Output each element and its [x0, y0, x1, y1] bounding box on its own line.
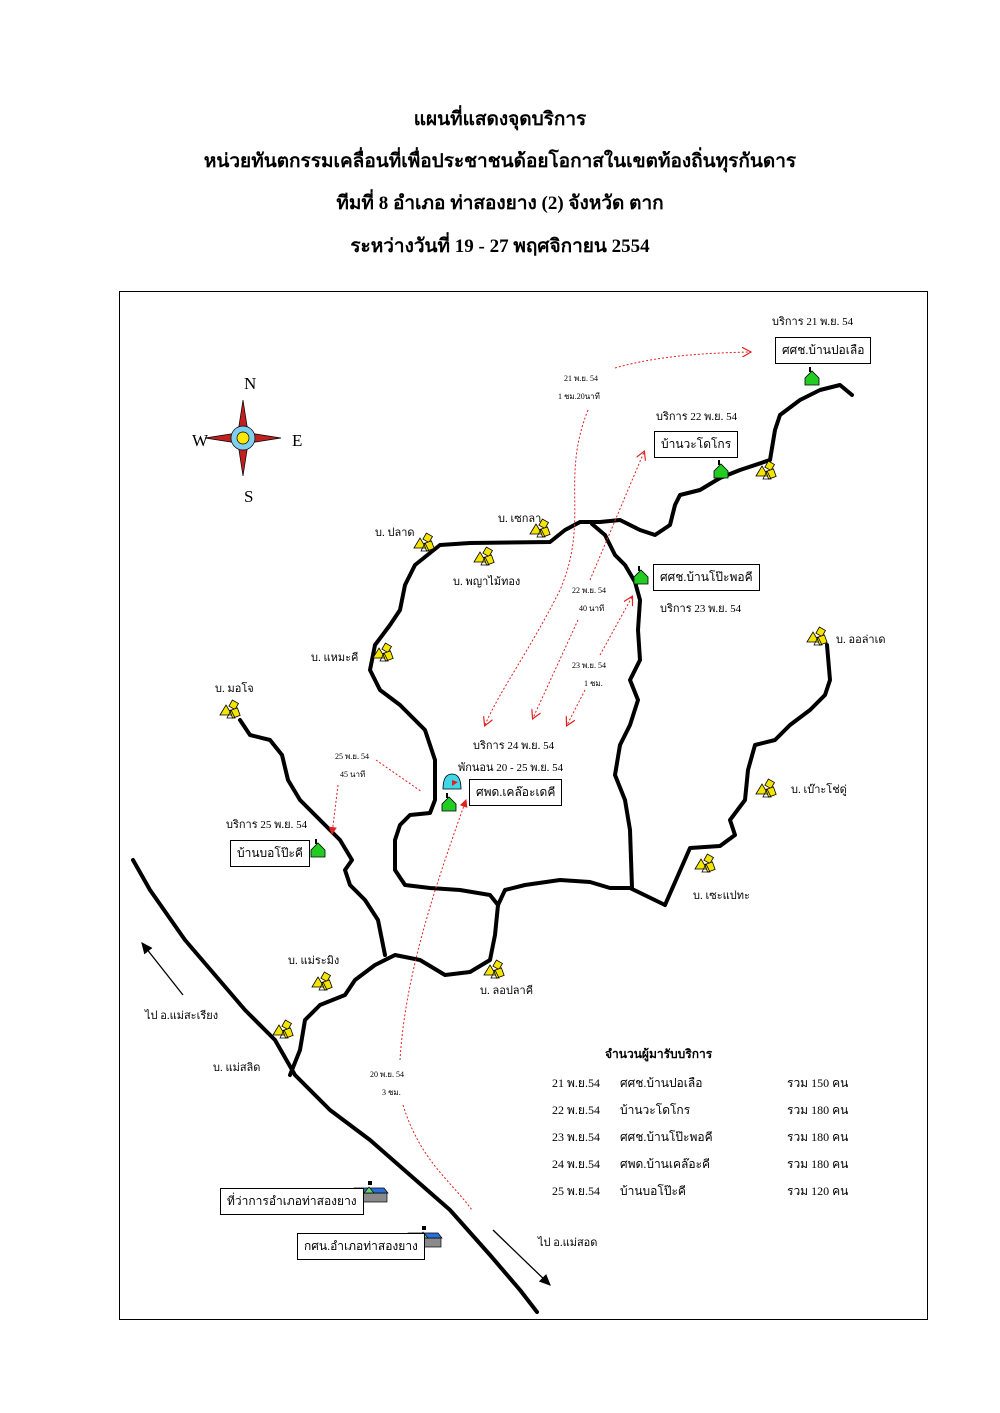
legend-date: 24 พ.ย.54	[552, 1157, 600, 1171]
village-label: บ. พญาไม้ทอง	[453, 576, 521, 588]
village-icon	[272, 1019, 294, 1039]
route-23	[599, 597, 632, 656]
village-icon	[473, 546, 495, 566]
travel-time: 1 ชม.	[584, 679, 603, 688]
village-label: บ. ลอปลาคี	[480, 985, 534, 997]
travel-date: 23 พ.ย. 54	[572, 661, 606, 670]
service-date-label: บริการ 25 พ.ย. 54	[226, 819, 308, 831]
legend-total: รวม 120 คน	[787, 1184, 849, 1198]
road-far-east	[663, 643, 832, 907]
legend-place: บ้านบอโป๊ะคี	[620, 1184, 686, 1198]
compass-rose-icon	[204, 399, 282, 477]
service-point-box: บ้านวะโดโกร	[654, 431, 739, 458]
district-office-box: ที่ว่าการอำเภอท่าสองยาง	[220, 1188, 364, 1215]
route-20	[399, 799, 468, 1061]
arrow-mae-sot	[492, 1229, 551, 1286]
compass-s: S	[244, 487, 254, 506]
route-21-top	[614, 352, 750, 369]
village-label: บ. มอโจ	[215, 683, 254, 695]
service-date-label: บริการ 22 พ.ย. 54	[656, 411, 738, 423]
route-22-down	[533, 619, 579, 718]
village-label: บ. เซะแปทะ	[693, 890, 750, 902]
legend-date: 21 พ.ย.54	[552, 1076, 600, 1090]
legend-place: ศศช.บ้านปอเลือ	[620, 1076, 703, 1090]
village-label: บ. แม่ระมิง	[288, 955, 340, 967]
school-icon	[804, 367, 820, 386]
legend-date: 23 พ.ย.54	[552, 1130, 600, 1144]
road-east	[590, 522, 642, 890]
village-label: บ. ปลาด	[375, 527, 415, 539]
camp-tent-icon	[442, 773, 462, 790]
legend-date: 22 พ.ย.54	[552, 1103, 600, 1117]
compass-e: E	[292, 431, 303, 450]
service-point-box: ศพด.เคล๊อะเดคี	[469, 779, 563, 806]
arrow-mae-sariang	[141, 941, 184, 996]
service-point-box: ศศช.บ้านปอเลือ	[775, 337, 872, 364]
travel-time: 40 นาที	[579, 604, 605, 613]
village-icon	[755, 778, 777, 798]
legend-title: จำนวนผู้มารับบริการ	[605, 1047, 713, 1061]
title-line-4: ระหว่างวันที่ 19 - 27 พฤศจิกายน 2554	[350, 236, 650, 257]
village-label: บ. ออล่าเด	[836, 634, 886, 646]
village-icon	[529, 518, 551, 538]
village-icon	[694, 853, 716, 873]
school-icon	[713, 460, 729, 479]
legend-place: บ้านวะโดโกร	[620, 1103, 691, 1117]
travel-time: 1 ชม.20นาที	[558, 392, 600, 401]
legend-total: รวม 180 คน	[787, 1103, 849, 1117]
village-label: บ. แหมะคี	[311, 652, 359, 664]
route-23-down	[567, 689, 586, 725]
legend-total: รวม 180 คน	[787, 1157, 849, 1171]
map-frame	[119, 291, 928, 1320]
legend-place: ศศช.บ้านโป๊ะพอคี	[620, 1130, 713, 1144]
school-icon	[310, 839, 326, 858]
road-south	[288, 878, 667, 1077]
village-icon	[219, 699, 241, 719]
travel-date: 25 พ.ย. 54	[335, 752, 369, 761]
village-icon	[413, 532, 435, 552]
legend-total: รวม 150 คน	[787, 1076, 849, 1090]
travel-time: 3 ชม.	[382, 1088, 401, 1097]
village-icon	[483, 959, 505, 979]
route-25	[375, 759, 423, 793]
service-date-label: บริการ 23 พ.ย. 54	[660, 603, 742, 615]
road-loop	[368, 383, 854, 907]
title-line-1: แผนที่แสดงจุดบริการ	[413, 109, 587, 130]
legend-total: รวม 180 คน	[787, 1130, 849, 1144]
legend-place: ศพด.บ้านเคล๊อะคี	[620, 1157, 711, 1171]
village-icon	[311, 971, 333, 991]
route-25-down	[328, 784, 339, 835]
village-icon	[755, 460, 777, 480]
direction-mae-sot: ไป อ.แม่สอด	[538, 1237, 598, 1249]
camp-date-label: พักนอน 20 - 25 พ.ย. 54	[458, 762, 564, 774]
service-point-box: ศศช.บ้านโป๊ะพอคี	[653, 564, 760, 591]
school-icon	[441, 793, 457, 812]
legend-date: 25 พ.ย.54	[552, 1184, 600, 1198]
travel-date: 20 พ.ย. 54	[370, 1070, 404, 1079]
route-20-down	[402, 1104, 473, 1211]
travel-date: 21 พ.ย. 54	[564, 374, 598, 383]
title-line-2: หน่วยทันตกรรมเคลื่อนที่เพื่อประชาชนด้อยโ…	[203, 151, 797, 172]
village-icon	[372, 642, 394, 662]
service-point-box: บ้านบอโป๊ะคี	[230, 840, 310, 867]
service-date-label: บริการ 21 พ.ย. 54	[772, 316, 854, 328]
service-date-label: บริการ 24 พ.ย. 54	[473, 740, 555, 752]
travel-date: 22 พ.ย. 54	[572, 586, 606, 595]
village-icon	[806, 626, 828, 646]
direction-mae-sariang: ไป อ.แม่สะเรียง	[145, 1010, 219, 1022]
highway-road	[131, 858, 539, 1314]
compass-w: W	[192, 431, 209, 450]
route-21	[485, 409, 589, 725]
travel-time: 45 นาที	[340, 770, 366, 779]
village-label: บ. เบ๊าะโช่ดู่	[791, 784, 847, 796]
nfe-office-box: กศน.อำเภอท่าสองยาง	[297, 1233, 425, 1260]
village-label: บ. เซกลา	[498, 513, 542, 525]
compass-n: N	[244, 374, 257, 393]
school-icon	[633, 566, 649, 585]
village-label: บ. แม่สลิด	[213, 1062, 261, 1074]
title-line-3: ทีมที่ 8 อำเภอ ท่าสองยาง (2) จังหวัด ตาก	[336, 193, 664, 214]
route-22	[589, 452, 644, 581]
